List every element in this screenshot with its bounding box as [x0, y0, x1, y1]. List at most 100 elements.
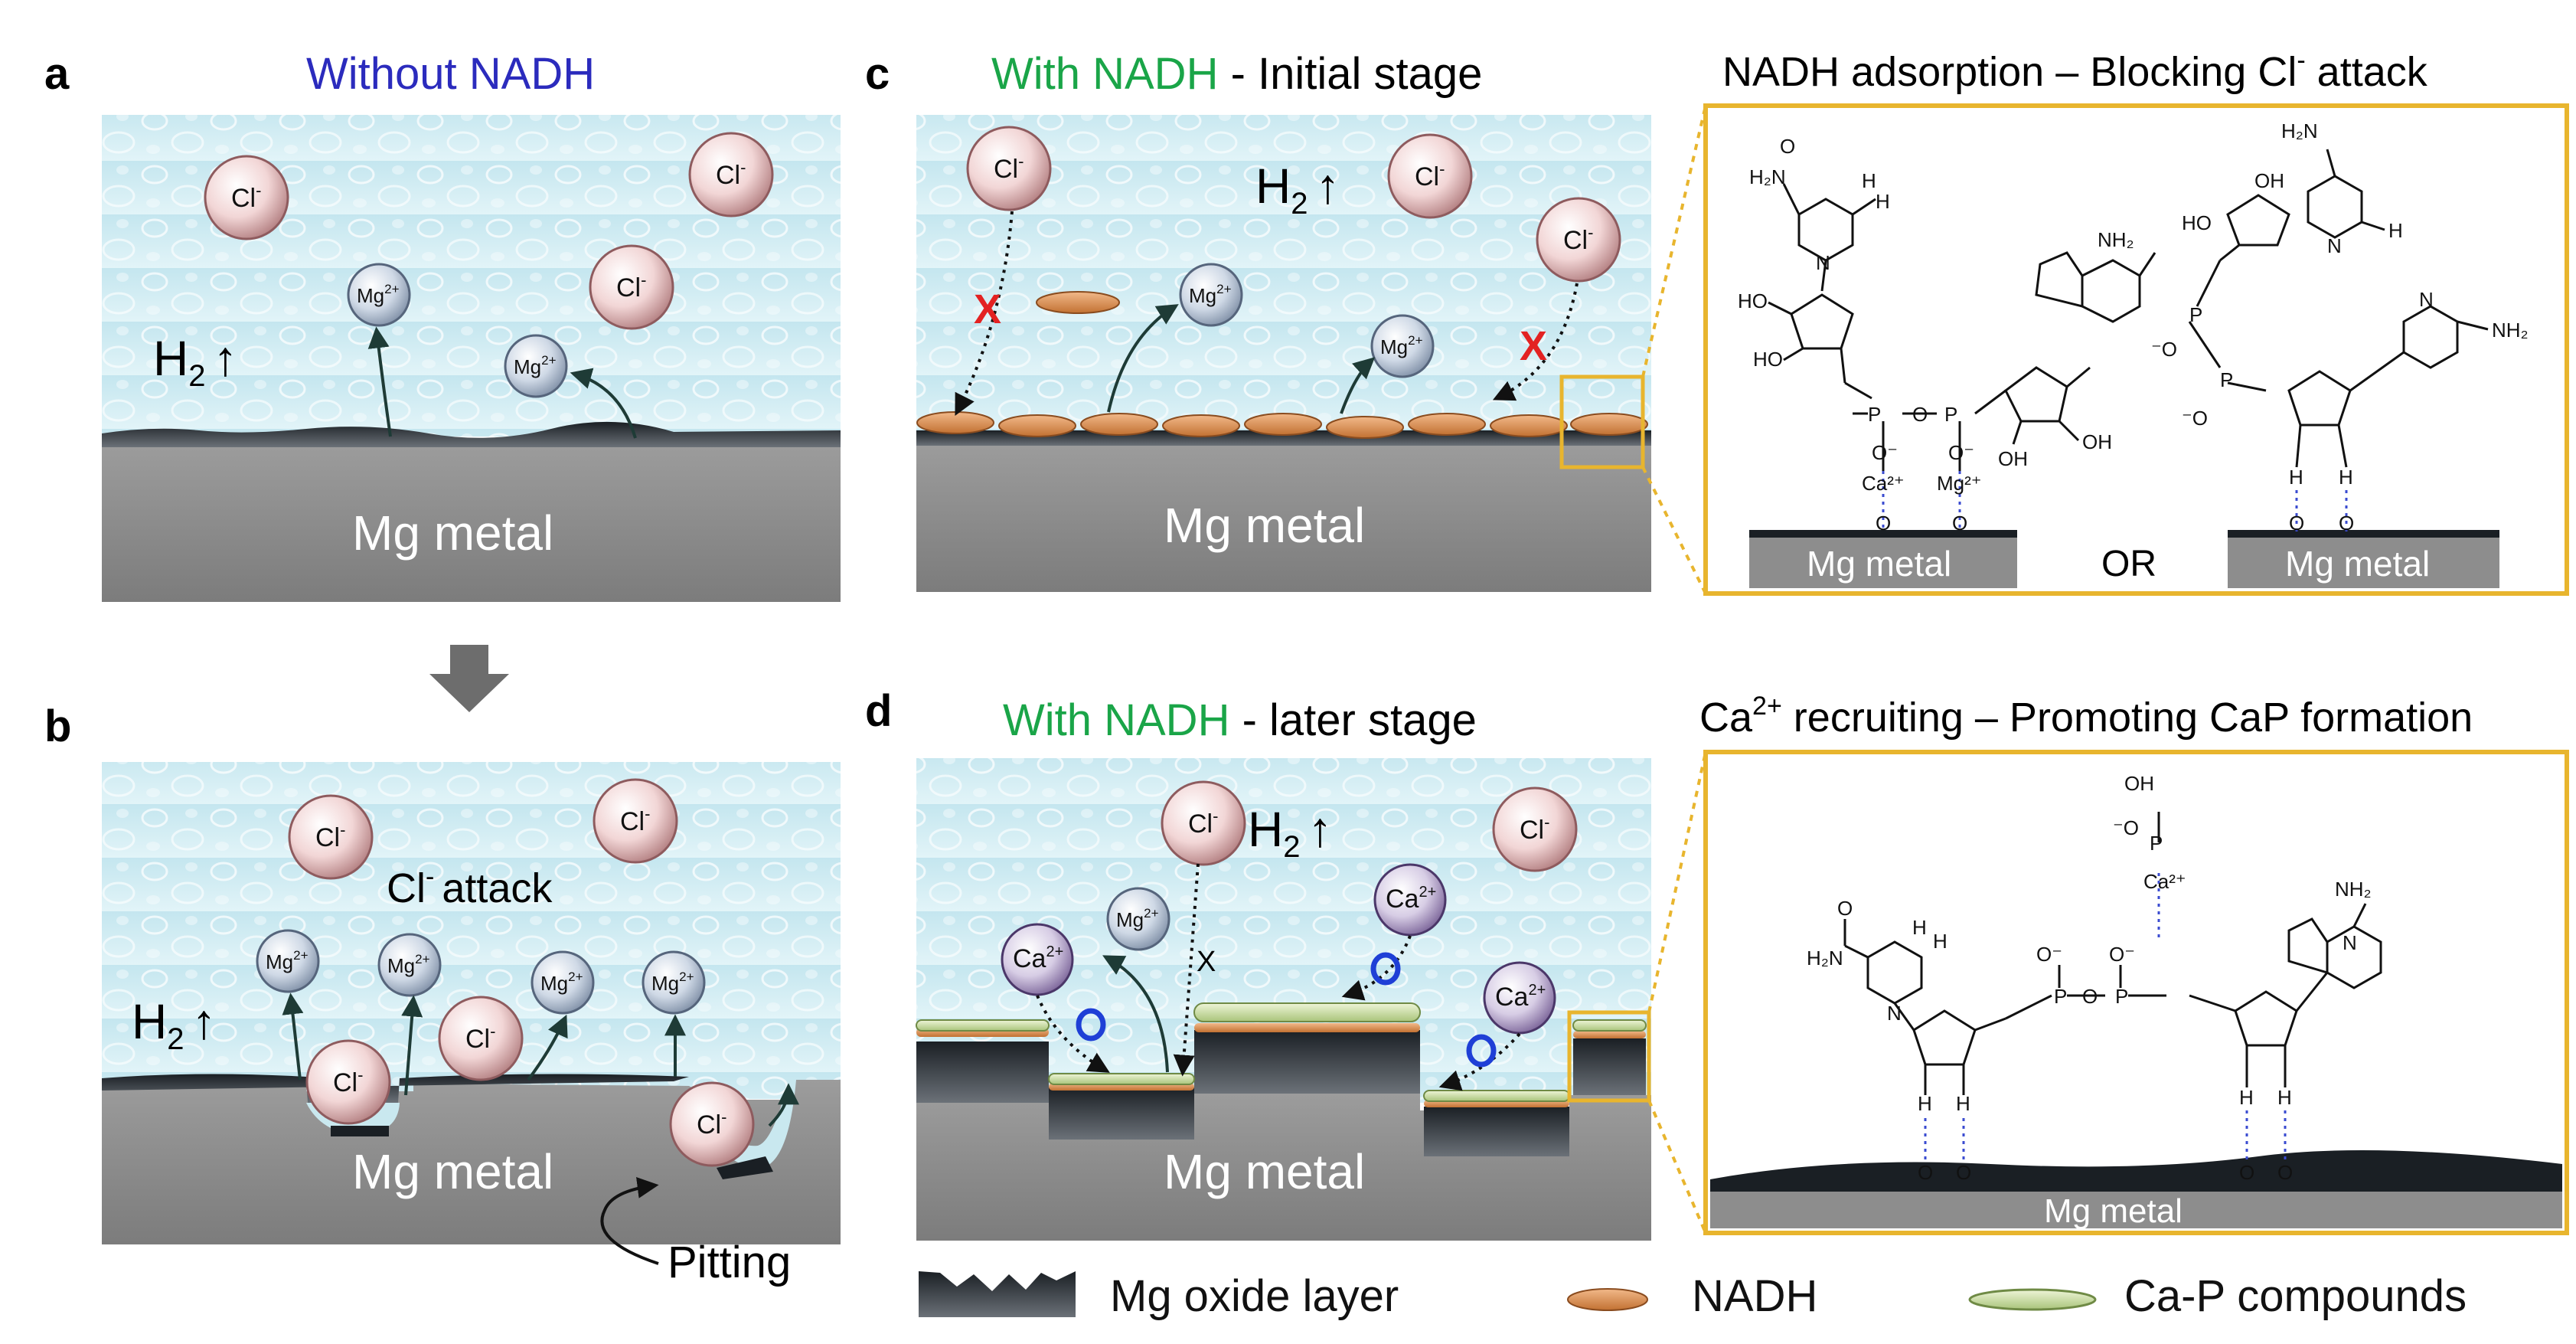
svg-text:Mg2+: Mg2+ — [540, 970, 583, 995]
svg-text:P: P — [2054, 985, 2067, 1008]
svg-text:P: P — [2150, 832, 2163, 855]
svg-text:N: N — [2327, 234, 2342, 257]
svg-text:O: O — [1956, 1161, 1971, 1184]
svg-text:OH: OH — [1998, 447, 2028, 470]
svg-text:Cl-: Cl- — [716, 158, 746, 190]
zoom-guide — [1641, 105, 1707, 378]
svg-text:P: P — [1868, 403, 1881, 426]
svg-text:HO: HO — [1738, 289, 1768, 312]
svg-text:Mg2+: Mg2+ — [651, 970, 694, 995]
dissolution-arrow — [1340, 357, 1376, 414]
svg-text:Cl-: Cl- — [697, 1107, 726, 1140]
promote-o-icon — [1466, 1034, 1497, 1068]
legend-cap-swatch — [1968, 1288, 2097, 1311]
svg-text:O: O — [1918, 1161, 1933, 1184]
zoom-guide — [1647, 1100, 1707, 1234]
cl-ion: Cl- — [1536, 197, 1621, 283]
panel-a-metal-label: Mg metal — [352, 505, 553, 561]
dissolution-arrow — [768, 1083, 799, 1127]
svg-text:Mg2+: Mg2+ — [1380, 333, 1423, 358]
svg-text:Mg2+: Mg2+ — [387, 952, 430, 977]
cl-ion: Cl- — [589, 244, 674, 330]
svg-text:H₂N: H₂N — [1749, 165, 1786, 188]
zoom-metal-label: Mg metal — [2285, 544, 2430, 584]
svg-text:Ca2+: Ca2+ — [1386, 884, 1436, 914]
svg-text:H: H — [1956, 1092, 1970, 1115]
panel-d-metal — [916, 1094, 1651, 1241]
svg-text:Mg2+: Mg2+ — [357, 282, 400, 307]
svg-text:Cl-: Cl- — [1188, 806, 1218, 839]
svg-text:Ca2+: Ca2+ — [1013, 943, 1063, 973]
dissolution-arrow — [282, 992, 304, 1081]
nadh-atoms-right: H₂N H N HO OH P P ⁻O ⁻O N NH₂ H H O O — [2151, 119, 2529, 535]
panel-b-h2: H2↑ — [132, 994, 216, 1056]
panel-c-h2: H2↑ — [1255, 159, 1340, 221]
panel-letter-a: a — [44, 49, 70, 99]
panel-d: d With NADH - later stage Mg metal H2↑ C… — [865, 686, 1707, 1241]
svg-text:O⁻: O⁻ — [2036, 943, 2062, 966]
cl-ion: Cl- — [966, 126, 1052, 211]
block-cross-icon: X — [974, 286, 1001, 332]
panel-a-h2: H2↑ — [153, 331, 237, 393]
svg-text:Cl-: Cl- — [1415, 159, 1445, 191]
panel-d-oxide-block — [1194, 1030, 1420, 1094]
svg-text:O: O — [1912, 403, 1928, 426]
cl-attack-path — [1173, 863, 1200, 1077]
dissolution-arrow — [1102, 955, 1169, 1073]
mg-ion: Mg2+ — [1179, 263, 1243, 327]
ca-ion: Ca2+ — [1001, 923, 1074, 996]
pitting-label: Pitting — [668, 1238, 791, 1287]
mg-ion: Mg2+ — [642, 950, 706, 1015]
zoom-guide — [1641, 466, 1707, 594]
svg-text:Mg2+: Mg2+ — [514, 353, 557, 378]
nadh-structure-left — [1768, 183, 2156, 532]
svg-text:H: H — [2277, 1086, 2292, 1109]
ca-ion: Ca2+ — [1373, 863, 1447, 937]
legend-oxide-label: Mg oxide layer — [1110, 1271, 1399, 1321]
panel-b-metal — [102, 1080, 841, 1244]
svg-text:Ca2+: Ca2+ — [1495, 982, 1546, 1012]
panel-c-zoom: NADH adsorption – Blocking Cl- attack Mg… — [1703, 46, 2569, 596]
svg-text:H: H — [2388, 219, 2403, 242]
promote-o-icon — [1370, 952, 1401, 986]
svg-text:Mg2+: Mg2+ — [1116, 906, 1159, 931]
svg-text:NH₂: NH₂ — [2492, 319, 2529, 342]
zoom-box — [1559, 374, 1645, 469]
svg-text:OH: OH — [2082, 430, 2112, 453]
zoom-guide — [1647, 751, 1707, 1013]
svg-text:Cl-: Cl- — [333, 1065, 363, 1097]
svg-text:P: P — [2115, 985, 2128, 1008]
cap-layer — [1193, 1002, 1421, 1022]
svg-text:⁻O: ⁻O — [2113, 816, 2139, 839]
svg-text:NH₂: NH₂ — [2335, 878, 2372, 901]
dissolution-arrow — [1107, 304, 1179, 413]
svg-text:P: P — [2189, 303, 2202, 326]
mg-ion: Mg2+ — [256, 929, 320, 993]
svg-text:O⁻: O⁻ — [1872, 441, 1898, 464]
legend: Mg oxide layer NADH Ca-P compounds — [919, 1271, 2467, 1321]
cap-layer — [1423, 1090, 1570, 1102]
zoom-metal-label: Mg metal — [2044, 1192, 2183, 1230]
zoom-oxide — [1749, 530, 2017, 538]
ca-recruit-path — [1438, 1032, 1521, 1091]
svg-text:Ca²⁺: Ca²⁺ — [2143, 870, 2186, 893]
mg-ion: Mg2+ — [1106, 887, 1170, 951]
panel-a: a Without NADH Mg metal H2↑ Cl- Cl- Cl- … — [44, 49, 841, 602]
nadh-layer — [1573, 1031, 1646, 1038]
nadh-structure-right — [2188, 149, 2489, 532]
cap-layer — [1048, 1073, 1195, 1085]
svg-text:Cl-: Cl- — [620, 804, 650, 836]
panel-c-zoom-title: NADH adsorption – Blocking Cl- attack — [1722, 46, 2428, 95]
legend-oxide-swatch — [919, 1271, 1076, 1317]
panel-a-metal — [102, 444, 841, 602]
cap-layer — [1572, 1019, 1647, 1032]
svg-text:O⁻: O⁻ — [2109, 943, 2135, 966]
svg-text:H: H — [2289, 466, 2303, 489]
nadh-atoms-left: H₂N O H H N HO HO P P O O⁻ O⁻ Ca²⁺ Mg²⁺ … — [1738, 135, 2134, 535]
svg-text:O: O — [2082, 985, 2098, 1008]
cl-attack-path — [1492, 283, 1579, 401]
cl-ion: Cl- — [288, 794, 374, 880]
zoom-frame — [1703, 103, 2569, 596]
svg-text:HO: HO — [1753, 348, 1783, 371]
